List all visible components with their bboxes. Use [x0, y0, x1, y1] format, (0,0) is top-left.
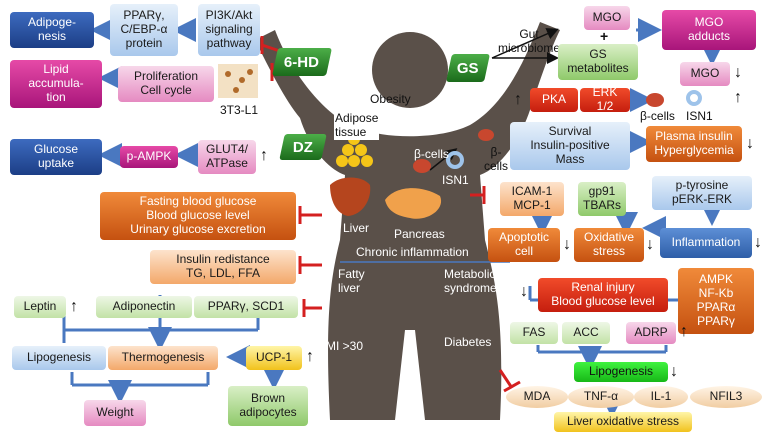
- apoptotic-box: Apoptotic cell: [488, 228, 560, 262]
- ptyrosine-box: p-tyrosine pERK-ERK: [652, 176, 752, 210]
- mgo-adducts-box: MGO adducts: [662, 10, 756, 50]
- fas-box: FAS: [510, 322, 558, 344]
- beta-cells-side-label: β- cells: [484, 145, 509, 173]
- isn1-up-arrow: ↑: [734, 89, 742, 106]
- tag-dz: DZ: [279, 134, 327, 160]
- leptin-up-arrow: ↑: [70, 298, 78, 315]
- cell-3t3-label: 3T3-L1: [220, 103, 259, 117]
- pka-box: PKA: [530, 88, 578, 112]
- plus-sign: +: [600, 28, 609, 44]
- mda-oval: MDA: [506, 386, 568, 408]
- mgo-down-arrow: ↓: [734, 64, 742, 81]
- liver-oxidative-box: Liver oxidative stress: [554, 412, 692, 432]
- pi3k-box: PI3K/Akt signaling pathway: [198, 4, 260, 56]
- adiponectin-box: Adiponectin: [96, 296, 192, 318]
- diabetes-label: Diabetes: [444, 335, 492, 349]
- icam-box: ICAM-1 MCP-1: [500, 182, 564, 216]
- renal-injury-box: Renal injury Blood glucose level: [538, 278, 668, 312]
- ucp1-up-arrow: ↑: [306, 348, 314, 365]
- tag-6hd: 6-HD: [272, 48, 332, 76]
- beta-cells-right-label: β-cells: [640, 109, 675, 123]
- chronic-inflammation-label: Chronic inflammation: [356, 245, 469, 259]
- obesity-body-silhouette: [255, 22, 560, 420]
- fatty-liver-label: Fatty liver: [338, 267, 365, 295]
- weight-box: Weight: [84, 400, 146, 426]
- nfil3-oval: NFIL3: [690, 386, 762, 408]
- insulin-resistance-box: Insulin redistance TG, LDL, FFA: [150, 250, 296, 284]
- erk-box: ERK 1/2: [580, 85, 630, 113]
- metabolic-syndrome-label: Metabolic syndrome: [444, 267, 497, 295]
- tag-gs-label: GS: [457, 59, 479, 77]
- tag-dz-label: DZ: [293, 138, 313, 156]
- ppar-scd1-box: PPARγ, SCD1: [194, 296, 298, 318]
- survival-box: Survival Insulin-positive Mass: [510, 122, 630, 170]
- plasma-down-arrow: ↓: [746, 135, 754, 152]
- inflammation-box: Inflammation: [660, 228, 752, 258]
- lipogenesis-down-arrow: ↓: [670, 363, 678, 380]
- liver-label: Liver: [343, 221, 370, 235]
- adipogenesis-box: Adipoge- nesis: [10, 12, 94, 48]
- glut4-box: GLUT4/ ATPase: [198, 140, 256, 174]
- bmi-label: BMI >30: [318, 339, 364, 353]
- plasma-insulin-box: Plasma insulin Hyperglycemia: [646, 126, 742, 162]
- ppar-cebp-box: PPARγ, C/EBP-α protein: [110, 4, 178, 56]
- proliferation-box: Proliferation Cell cycle: [118, 66, 214, 102]
- pampk-box: p-AMPK: [120, 146, 178, 168]
- fasting-glucose-box: Fasting blood glucose Blood glucose leve…: [100, 192, 296, 240]
- glucose-uptake-box: Glucose uptake: [10, 139, 102, 175]
- brown-adipocytes-box: Brown adipocytes: [228, 386, 308, 426]
- cell-images: [218, 64, 702, 219]
- beta-cells-label: β-cells: [414, 147, 449, 161]
- ucp1-box: UCP-1: [246, 346, 302, 370]
- thermogenesis-box: Thermogenesis: [108, 346, 218, 370]
- acc-box: ACC: [562, 322, 610, 344]
- gs-metabolites-box: GS metabolites: [558, 44, 638, 80]
- inflammation-down-arrow: ↓: [754, 234, 762, 251]
- pka-up-arrow: ↑: [514, 91, 522, 108]
- adipose-label: Adipose tissue: [334, 111, 380, 140]
- lipid-accumulation-box: Lipid accumula- tion: [10, 60, 102, 108]
- il1-oval: IL-1: [634, 386, 688, 408]
- mgo-box-2: MGO: [680, 62, 730, 86]
- oxidative-down-arrow: ↓: [646, 236, 654, 253]
- isn1-label: ISN1: [442, 173, 469, 187]
- ampk-nfkb-box: AMPK NF-Kb PPARα PPARγ: [678, 268, 754, 334]
- adrp-box: ADRP: [626, 322, 676, 344]
- glut4-up-arrow: ↑: [260, 147, 268, 164]
- renal-down-arrow: ↓: [520, 283, 528, 300]
- lipogenesis-right-box: Lipogenesis: [574, 362, 668, 382]
- leptin-box: Leptin: [14, 296, 66, 318]
- gut-microbiome-label: Gut microbiome: [498, 27, 561, 55]
- isn1-right-label: ISN1: [686, 109, 713, 123]
- mgo-box: MGO: [584, 6, 630, 30]
- oxidative-box: Oxidative stress: [574, 228, 644, 262]
- obesity-label: Obesity: [370, 92, 411, 106]
- tag-gs: GS: [446, 54, 490, 82]
- tag-6hd-label: 6-HD: [284, 53, 320, 71]
- tnf-oval: TNF-α: [568, 386, 634, 408]
- apoptotic-down-arrow: ↓: [563, 236, 571, 253]
- pancreas-label: Pancreas: [394, 227, 445, 241]
- gp91-box: gp91 TBARs: [578, 182, 626, 216]
- lipogenesis-left-box: Lipogenesis: [12, 346, 106, 370]
- adrp-up-arrow: ↑: [680, 323, 688, 340]
